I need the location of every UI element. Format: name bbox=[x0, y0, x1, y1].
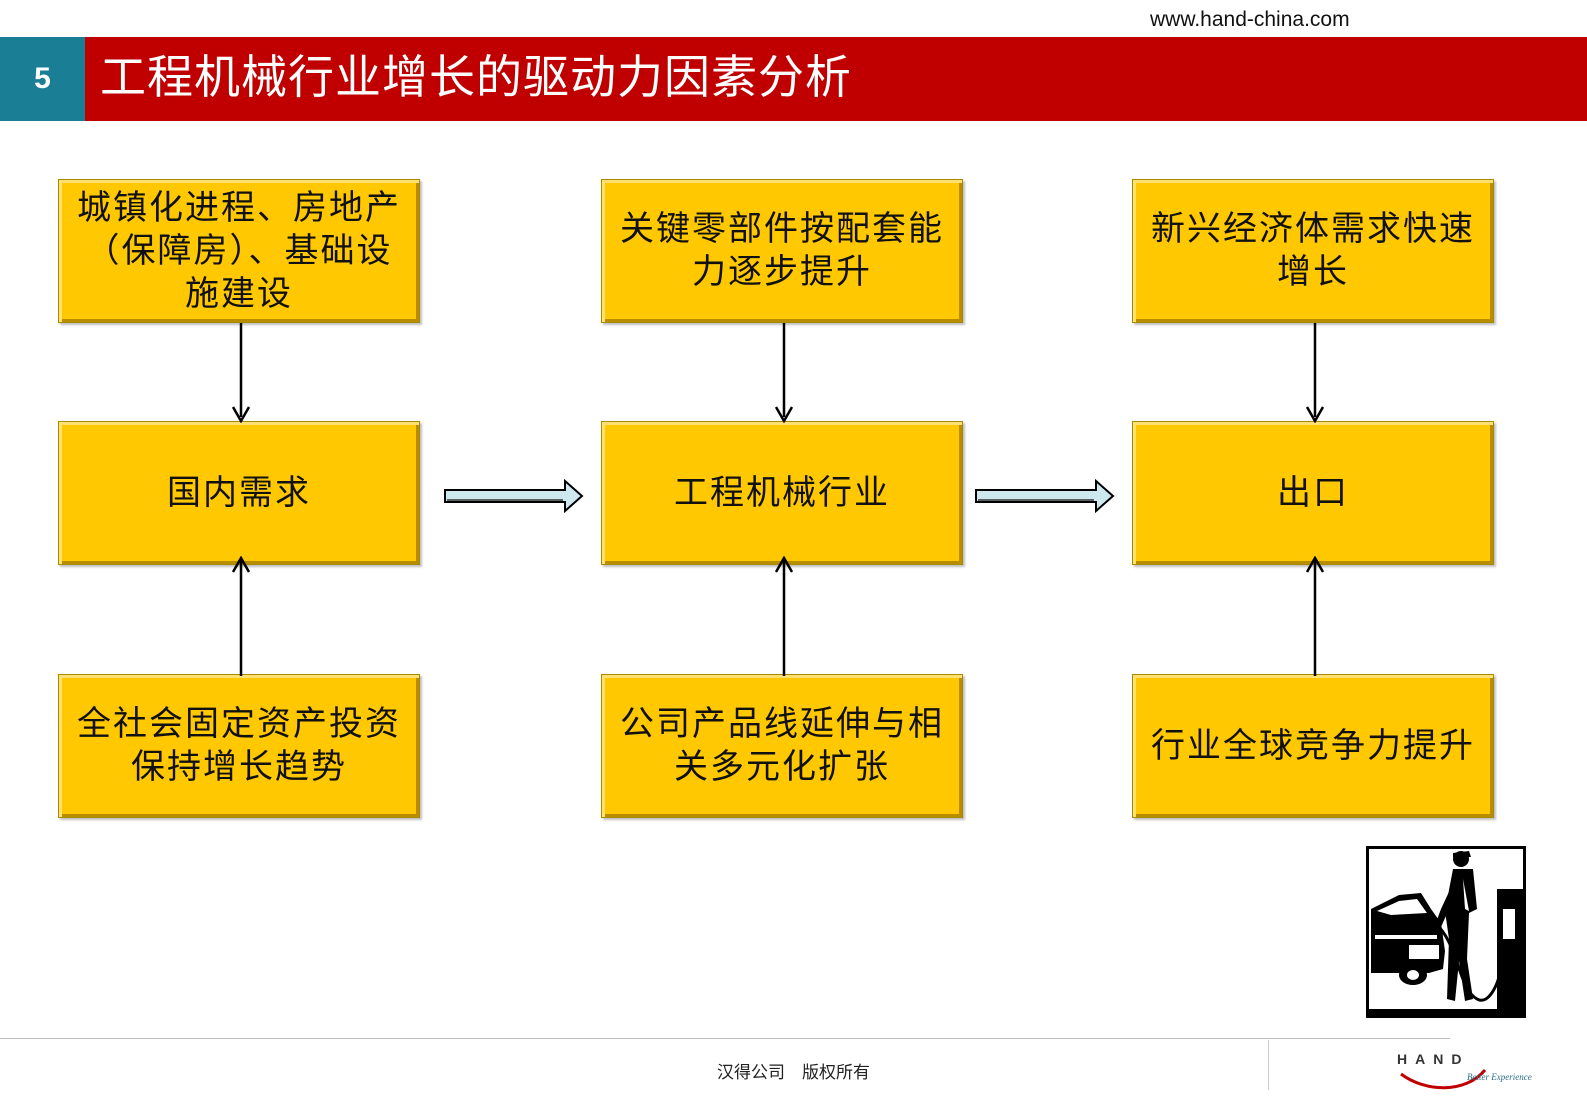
node-export: 出口 bbox=[1132, 421, 1494, 565]
driver-box-emerging-economies: 新兴经济体需求快速增长 bbox=[1132, 179, 1494, 323]
node-domestic-demand-label: 国内需求 bbox=[167, 472, 311, 513]
driver-box-global-competitiveness-label: 行业全球竞争力提升 bbox=[1151, 725, 1475, 766]
arrow-right-icon bbox=[444, 479, 584, 513]
driver-box-fixed-investment-label: 全社会固定资产投资保持增长趋势 bbox=[77, 704, 401, 787]
title-bar bbox=[85, 37, 1587, 121]
arrow-down-icon bbox=[1305, 323, 1325, 423]
arrow-up-icon bbox=[1305, 556, 1325, 676]
driver-box-fixed-investment: 全社会固定资产投资保持增长趋势 bbox=[58, 674, 420, 818]
arrow-down-icon bbox=[231, 323, 251, 423]
driver-box-components: 关键零部件按配套能力逐步提升 bbox=[601, 179, 963, 323]
driver-box-global-competitiveness: 行业全球竞争力提升 bbox=[1132, 674, 1494, 818]
website-url[interactable]: www.hand-china.com bbox=[1150, 8, 1350, 31]
arrow-up-icon bbox=[231, 556, 251, 676]
logo-wordmark: HAND bbox=[1397, 1051, 1469, 1067]
node-construction-machinery: 工程机械行业 bbox=[601, 421, 963, 565]
driver-box-emerging-economies-label: 新兴经济体需求快速增长 bbox=[1151, 209, 1475, 292]
driver-box-urbanization-label: 城镇化进程、房地产（保障房）、基础设施建设 bbox=[77, 187, 401, 314]
slide-title: 工程机械行业增长的驱动力因素分析 bbox=[100, 50, 852, 104]
driver-box-product-expansion-label: 公司产品线延伸与相关多元化扩张 bbox=[620, 704, 944, 787]
footer-vertical-divider bbox=[1268, 1040, 1269, 1090]
driver-box-components-label: 关键零部件按配套能力逐步提升 bbox=[620, 209, 944, 292]
arrow-up-icon bbox=[774, 556, 794, 676]
footer-divider-line bbox=[0, 1038, 1450, 1039]
arrow-right-icon bbox=[975, 479, 1115, 513]
hand-logo: HAND Better Experience bbox=[1395, 1048, 1560, 1090]
arrow-down-icon bbox=[774, 323, 794, 423]
node-domestic-demand: 国内需求 bbox=[58, 421, 420, 565]
node-export-label: 出口 bbox=[1277, 472, 1349, 513]
slide-number: 5 bbox=[0, 37, 85, 121]
refueling-clipart-icon bbox=[1366, 846, 1526, 1018]
driver-box-urbanization: 城镇化进程、房地产（保障房）、基础设施建设 bbox=[58, 179, 420, 323]
footer-copyright: 汉得公司 版权所有 bbox=[717, 1063, 870, 1083]
driver-box-product-expansion: 公司产品线延伸与相关多元化扩张 bbox=[601, 674, 963, 818]
node-construction-machinery-label: 工程机械行业 bbox=[674, 472, 890, 513]
logo-tagline: Better Experience bbox=[1467, 1072, 1532, 1082]
